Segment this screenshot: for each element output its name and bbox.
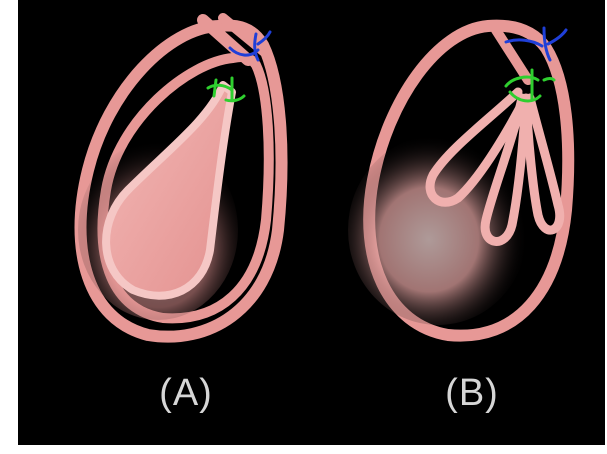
panel-a-illustration	[78, 18, 282, 337]
diagram-canvas: (A) (B)	[18, 0, 605, 445]
panel-b-label: (B)	[412, 372, 532, 415]
panel-b-illustration	[348, 26, 568, 336]
panel-a-label: (A)	[126, 372, 246, 415]
